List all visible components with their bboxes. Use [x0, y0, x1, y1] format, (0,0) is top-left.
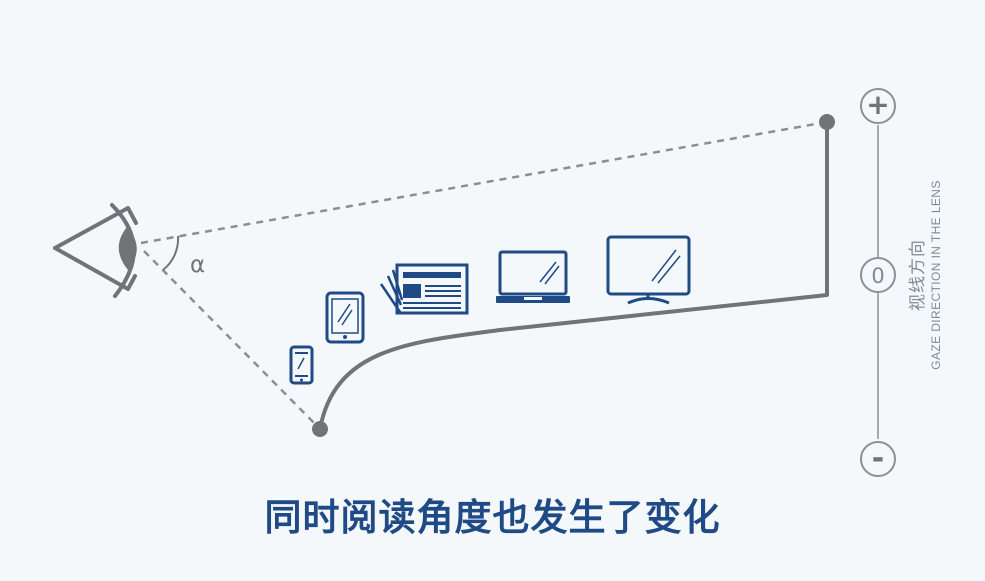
angle-label: α — [190, 252, 205, 278]
gaze-scale: + 0 - — [860, 88, 896, 477]
upper-sightline — [140, 120, 828, 245]
laptop-icon — [496, 250, 570, 303]
zero-marker — [860, 257, 896, 293]
zero-symbol: 0 — [871, 264, 884, 288]
monitor-icon — [606, 235, 691, 305]
gaze-direction-label-cn: 视线方向 — [907, 239, 928, 312]
plus-symbol: + — [866, 88, 889, 121]
bottom-endpoint — [312, 421, 328, 437]
minus-marker — [860, 441, 896, 477]
gaze-path — [318, 120, 829, 431]
newspaper-icon — [379, 263, 469, 315]
lower-sightline — [143, 250, 321, 430]
gaze-direction-label-en: GAZE DIRECTION IN THE LENS — [928, 180, 943, 370]
angle-arc — [162, 235, 180, 271]
eye-icon — [53, 203, 138, 298]
smartphone-icon — [289, 345, 314, 385]
tablet-icon — [325, 291, 365, 344]
minus-symbol: - — [872, 441, 884, 476]
gaze-direction-label: 视线方向 GAZE DIRECTION IN THE LENS — [907, 180, 943, 370]
plus-marker — [860, 88, 896, 124]
caption: 同时阅读角度也发生了变化 — [264, 496, 721, 539]
top-endpoint — [819, 114, 835, 130]
